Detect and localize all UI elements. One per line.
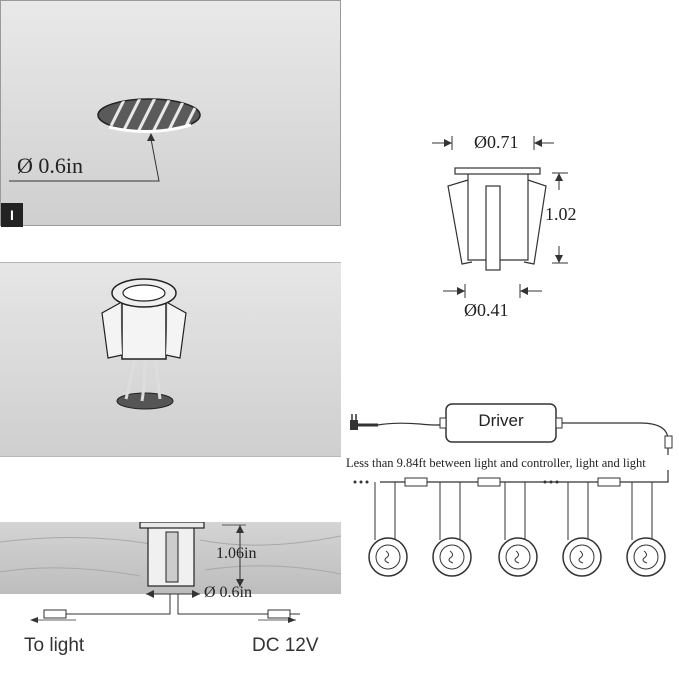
bus-connector bbox=[404, 477, 428, 487]
bottom-diameter-label: Ø0.41 bbox=[464, 300, 509, 320]
fixture-clip-left bbox=[447, 179, 473, 265]
bus-connector bbox=[477, 477, 501, 487]
spring-clip-right bbox=[165, 302, 187, 359]
insert-light-illustration bbox=[101, 278, 187, 410]
wire-to-light bbox=[50, 594, 171, 615]
bus-connector bbox=[597, 477, 621, 487]
wire-to-power bbox=[177, 594, 300, 615]
fixture-clip-right bbox=[523, 179, 547, 265]
step-badge: I bbox=[1, 203, 23, 227]
hole-diameter-label: Ø 0.6in bbox=[17, 153, 83, 178]
light-bus-cable bbox=[380, 470, 669, 483]
driver-label: Driver bbox=[478, 411, 524, 430]
connector-left bbox=[43, 609, 67, 619]
installed-section-illustration bbox=[0, 522, 341, 587]
light-unit bbox=[432, 537, 472, 577]
spring-clip-left bbox=[101, 302, 123, 359]
mains-cable bbox=[377, 422, 448, 426]
product-dimension-drawing bbox=[432, 136, 568, 298]
driver-output-cable bbox=[562, 422, 669, 455]
height-label: 1.02 bbox=[545, 204, 577, 224]
drill-hole-panel: Ø 0.6in I bbox=[0, 0, 341, 227]
install-hole-diameter-label: Ø 0.6in bbox=[204, 584, 252, 601]
light-unit bbox=[562, 537, 602, 577]
drill-hole-illustration bbox=[9, 98, 201, 182]
pointer-line bbox=[9, 138, 160, 182]
insert-light-panel bbox=[0, 262, 341, 457]
installed-section-panel bbox=[0, 522, 341, 594]
install-depth-label: 1.06in bbox=[216, 545, 257, 562]
top-diameter-label: Ø0.71 bbox=[474, 132, 519, 152]
distance-note: Less than 9.84ft between light and contr… bbox=[346, 456, 646, 470]
connector-right bbox=[267, 609, 291, 619]
light-unit bbox=[498, 537, 538, 577]
light-unit bbox=[626, 537, 666, 577]
power-label: DC 12V bbox=[252, 635, 319, 656]
wiring-diagram bbox=[350, 403, 673, 577]
fixture-flange bbox=[454, 167, 541, 175]
light-unit bbox=[368, 537, 408, 577]
power-plug bbox=[350, 420, 358, 430]
to-light-label: To light bbox=[24, 635, 85, 656]
